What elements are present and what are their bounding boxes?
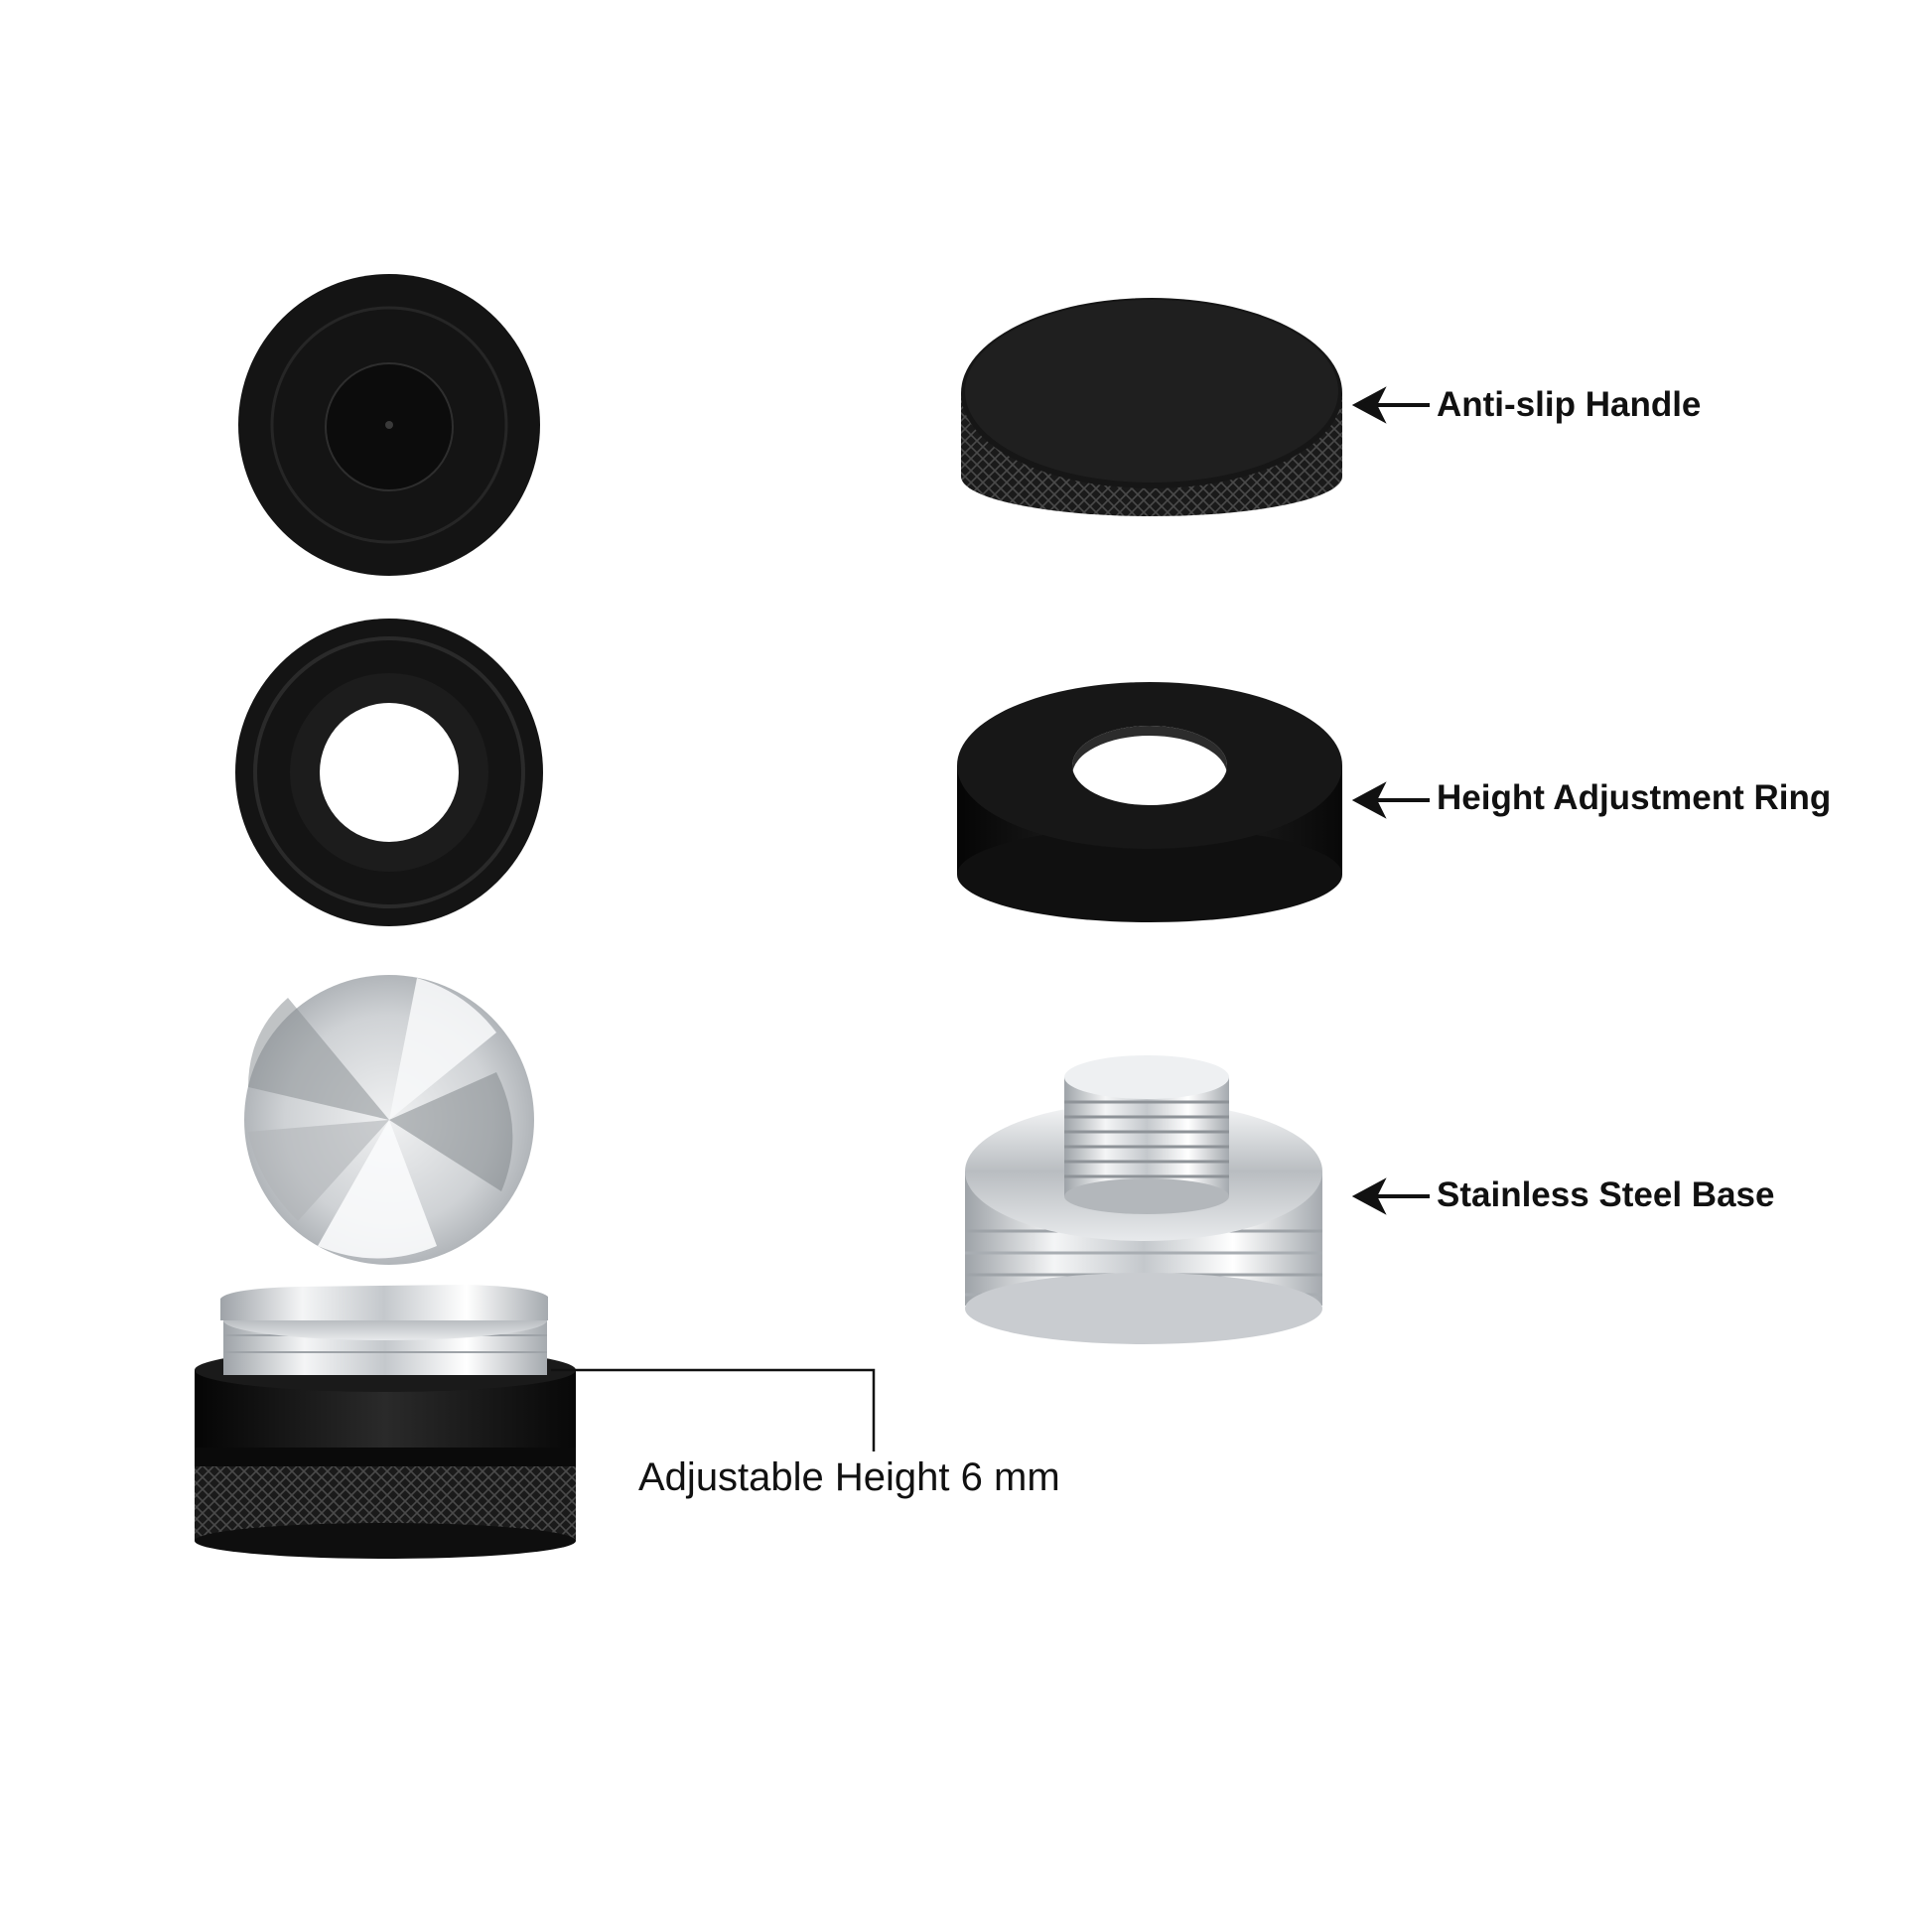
handle-bottom-view-icon [238, 274, 540, 576]
stainless-steel-base-icon [965, 1055, 1322, 1344]
label-height-adjustment-ring: Height Adjustment Ring [1437, 778, 1832, 817]
label-anti-slip-handle: Anti-slip Handle [1437, 385, 1702, 424]
ring-bottom-view-icon [235, 619, 543, 926]
leader-line-height-icon [551, 1368, 876, 1451]
arrow-ring-icon [1351, 781, 1430, 819]
arrow-base-icon [1351, 1177, 1430, 1215]
label-stainless-steel-base: Stainless Steel Base [1437, 1175, 1775, 1214]
arrow-handle-icon [1351, 386, 1430, 424]
height-adjustment-ring-icon [957, 682, 1342, 922]
label-adjustable-height: Adjustable Height 6 mm [638, 1455, 1060, 1499]
assembled-tamper-icon [195, 1285, 576, 1559]
distributor-blade-icon [244, 975, 534, 1265]
anti-slip-handle-icon [961, 298, 1342, 516]
